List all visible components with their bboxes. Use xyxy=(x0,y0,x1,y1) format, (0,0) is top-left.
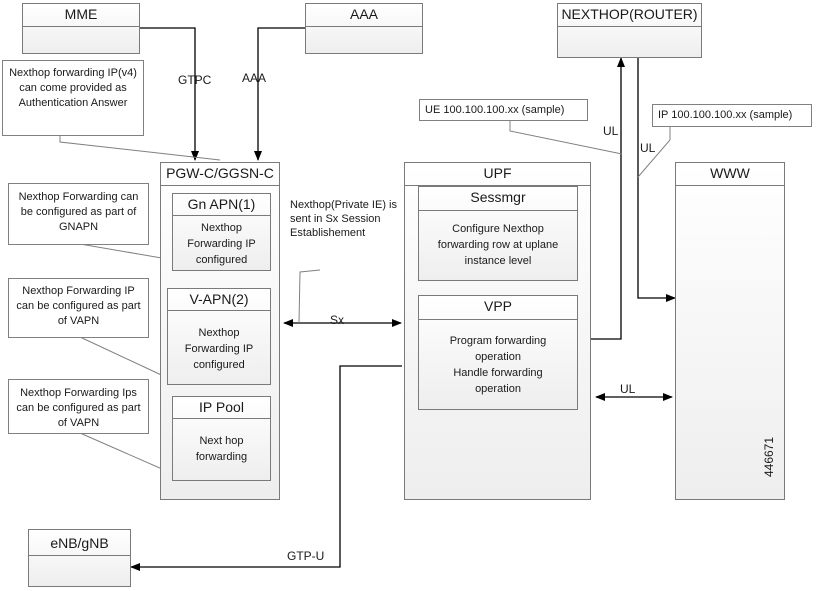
callout-pointer-ip-sample xyxy=(637,126,671,178)
callout-pointer-private-ie xyxy=(298,269,321,324)
callout-pointer-aaa-answer xyxy=(59,136,221,161)
callout-ippool: Nexthop Forwarding Ips can be configured… xyxy=(8,379,149,434)
ip-pool-text: Next hop forwarding xyxy=(195,435,248,463)
gn-apn-title: Gn APN(1) xyxy=(173,194,270,216)
ip-pool-box: IP Pool Next hop forwarding xyxy=(172,396,271,481)
enb-title: eNB/gNB xyxy=(29,530,130,556)
ul-to-router-link xyxy=(578,57,625,340)
vpp-text-2: Handle forwarding operation xyxy=(453,367,543,395)
v-apn-title: V-APN(2) xyxy=(168,289,270,311)
ul-label-router: UL xyxy=(603,124,619,138)
mme-node: MME xyxy=(22,3,140,54)
callout-ip-sample: IP 100.100.100.xx (sample) xyxy=(652,104,812,127)
ul-to-www-link xyxy=(637,58,676,302)
www-node: WWW xyxy=(675,162,785,500)
aaa-node: AAA xyxy=(305,3,423,54)
nexthop-router-node: NEXTHOP(ROUTER) xyxy=(557,3,702,58)
callout-private-ie: Nexthop(Private IE) is sent in Sx Sessio… xyxy=(290,199,397,239)
figure-id: 446671 xyxy=(762,436,776,478)
v-apn-box: V-APN(2) Nexthop Forwarding IP configure… xyxy=(167,288,271,385)
sessmgr-box: Sessmgr Configure Nexthop forwarding row… xyxy=(418,186,578,281)
callout-vapn: Nexthop Forwarding IP can be configured … xyxy=(8,278,149,338)
vpp-text-1: Program forwarding operation xyxy=(449,335,547,363)
callout-pointer-ue-sample xyxy=(509,120,623,155)
ip-pool-title: IP Pool xyxy=(173,397,270,419)
ul-label-www: UL xyxy=(640,141,656,155)
sx-label: Sx xyxy=(330,313,345,327)
sessmgr-text: Configure Nexthop forwarding row at upla… xyxy=(437,223,559,267)
gtpc-link xyxy=(140,27,199,161)
callout-ue-sample: UE 100.100.100.xx (sample) xyxy=(419,99,588,121)
mme-title: MME xyxy=(23,4,139,27)
aaa-title: AAA xyxy=(306,4,422,27)
aaa-link-label: AAA xyxy=(242,71,267,85)
callout-gnapn: Nexthop Forwarding can be configured as … xyxy=(8,183,149,245)
sessmgr-title: Sessmgr xyxy=(419,187,577,211)
enb-node: eNB/gNB xyxy=(28,529,131,587)
vpp-title: VPP xyxy=(419,296,577,320)
pgw-title: PGW-C/GGSN-C xyxy=(161,163,279,186)
www-title: WWW xyxy=(676,163,784,186)
callout-aaa-answer: Nexthop forwarding IP(v4) can come provi… xyxy=(2,60,144,136)
vpp-box: VPP Program forwarding operation Handle … xyxy=(418,295,578,410)
ul-label-upf-www: UL xyxy=(620,382,636,396)
aaa-link xyxy=(254,27,305,161)
v-apn-text: Nexthop Forwarding IP configured xyxy=(184,327,254,371)
upf-title: UPF xyxy=(405,163,590,186)
nexthop-router-title: NEXTHOP(ROUTER) xyxy=(558,4,701,27)
gtpc-label: GTPC xyxy=(178,73,212,87)
callout-pointer-vapn xyxy=(79,336,173,381)
gn-apn-text: Nexthop Forwarding IP configured xyxy=(187,222,256,266)
gtpu-link xyxy=(130,365,402,571)
gtpu-label: GTP-U xyxy=(287,549,325,563)
gn-apn-box: Gn APN(1) Nexthop Forwarding IP configur… xyxy=(172,193,271,271)
